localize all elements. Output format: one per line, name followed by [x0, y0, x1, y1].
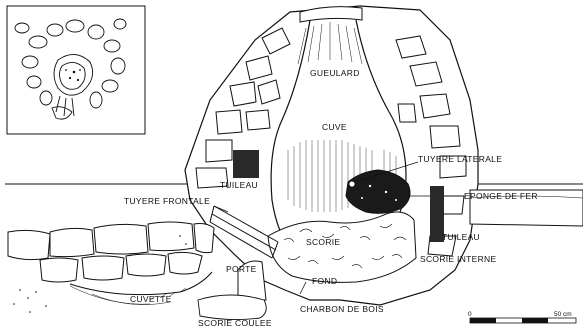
label-scorie-coulee: SCORIE COULEE	[198, 318, 272, 328]
furnace-plan-inset-icon	[7, 6, 145, 134]
label-tuileau-left: TUILEAU	[220, 180, 258, 190]
scale-bar: 0 50 cm	[468, 311, 576, 323]
tuileau-left-tile	[233, 150, 259, 178]
label-eponge-de-fer: EPONGE DE FER	[464, 191, 538, 201]
label-porte: PORTE	[226, 264, 257, 274]
label-cuve: CUVE	[322, 122, 347, 132]
label-gueulard: GUEULARD	[310, 68, 360, 78]
tuyere-laterale-marker	[349, 181, 355, 187]
label-scorie: SCORIE	[306, 237, 340, 247]
label-cuvette: CUVETTE	[130, 294, 172, 304]
label-tuyere-frontale: TUYERE FRONTALE	[124, 196, 210, 206]
cuvette-stones	[8, 222, 214, 282]
label-scorie-interne: SCORIE INTERNE	[420, 254, 496, 264]
label-fond: FOND	[312, 276, 337, 286]
scale-zero-label: 0	[468, 311, 472, 318]
label-tuyere-laterale: TUYERE LATERALE	[418, 154, 502, 164]
scale-max-label: 50 cm	[554, 311, 572, 318]
label-charbon-de-bois: CHARBON DE BOIS	[300, 304, 384, 314]
label-tuileau-right: TUILEAU	[442, 232, 480, 242]
scorie-coulee-flow	[198, 295, 266, 320]
